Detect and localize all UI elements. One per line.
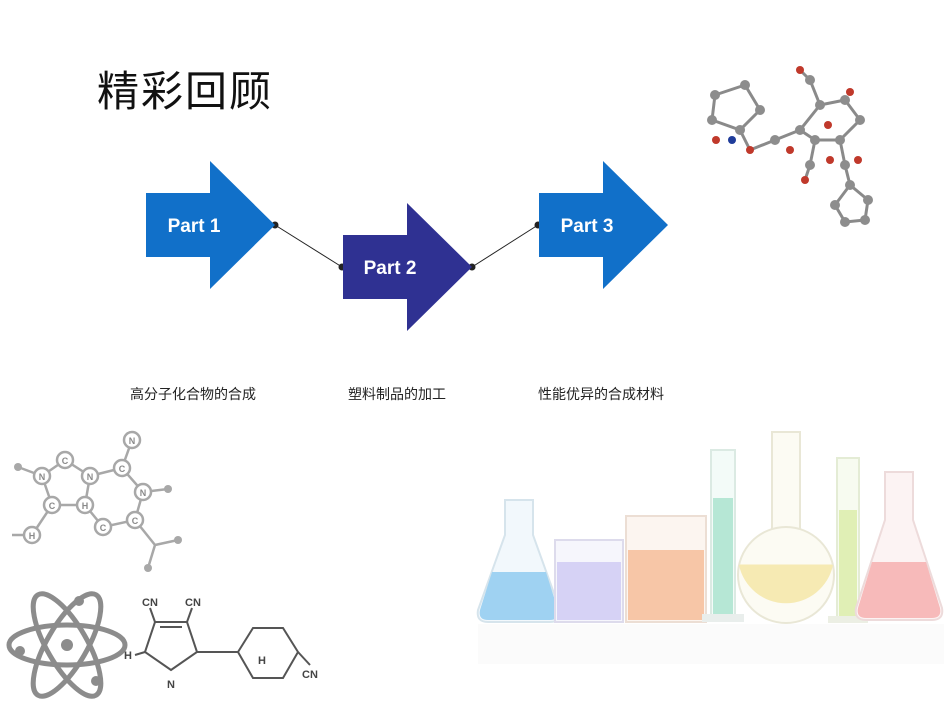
structural-formula-2: CN CN H N H CN: [124, 597, 318, 691]
yellow-liquid: [739, 565, 833, 604]
svg-text:CN: CN: [185, 597, 201, 609]
part-1-label: Part 1: [168, 216, 221, 237]
svg-text:C: C: [62, 456, 69, 466]
structural-formula-1: N C N H C C N C C N H: [12, 430, 182, 572]
svg-text:N: N: [167, 679, 175, 691]
svg-text:C: C: [119, 464, 126, 474]
teal-liquid: [713, 498, 733, 614]
blue-liquid: [479, 572, 559, 620]
svg-text:CN: CN: [302, 669, 318, 681]
part-2-arrow[interactable]: Part 2: [343, 203, 472, 331]
part-3-caption: 性能优异的合成材料: [538, 387, 664, 403]
svg-text:N: N: [87, 472, 94, 482]
svg-text:CN: CN: [142, 597, 158, 609]
svg-text:C: C: [132, 516, 139, 526]
svg-text:N: N: [140, 488, 147, 498]
green-liquid: [839, 510, 857, 616]
molecule-3d-image: [707, 66, 873, 227]
lavender-liquid: [557, 562, 621, 620]
part-1-arrow[interactable]: Part 1: [146, 161, 275, 289]
svg-text:N: N: [129, 436, 136, 446]
svg-text:H: H: [258, 655, 266, 667]
orange-liquid: [628, 550, 704, 620]
part-3-arrow[interactable]: Part 3: [539, 161, 668, 289]
svg-text:H: H: [124, 650, 132, 662]
lab-glassware-image: [476, 431, 944, 664]
svg-text:N: N: [39, 472, 46, 482]
svg-text:H: H: [29, 531, 36, 541]
svg-text:C: C: [100, 523, 107, 533]
part-2-label: Part 2: [364, 258, 417, 279]
part-3-label: Part 3: [561, 216, 614, 237]
part-1-caption: 高分子化合物的合成: [130, 387, 256, 403]
pink-liquid: [857, 562, 941, 618]
atom-icon: [6, 591, 128, 699]
svg-text:C: C: [49, 501, 56, 511]
svg-text:H: H: [82, 501, 89, 511]
part-2-caption: 塑料制品的加工: [348, 387, 446, 403]
page-title: 精彩回顾: [97, 67, 274, 116]
